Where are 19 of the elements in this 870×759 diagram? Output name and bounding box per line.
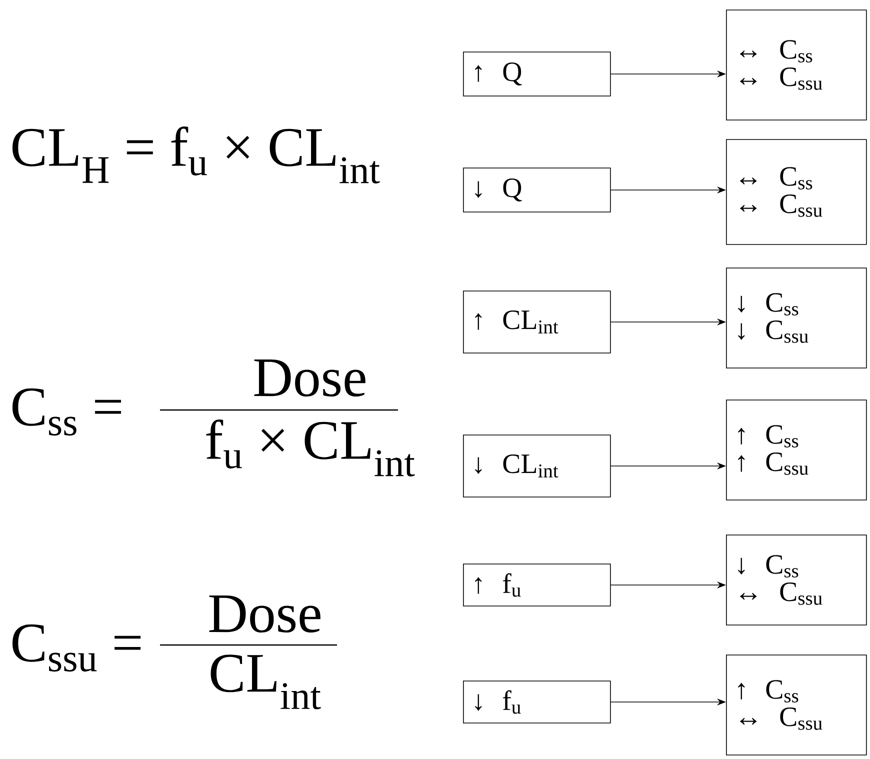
- effect-box: ↑ C$_{ss}$ ↔ C$_{ssu}$: [726, 654, 867, 756]
- cause-box: ↓ CL$_{int}$: [463, 434, 611, 498]
- formula-text: C$_{ssu}$ =: [12, 624, 141, 672]
- cause-box: ↑ CL$_{int}$: [463, 290, 611, 354]
- formula-text: C$_{ss}$ =: [12, 388, 121, 436]
- effect-box: ↔ C$_{ss}$ ↔ C$_{ssu}$: [726, 10, 867, 120]
- formula-text: Dose: [254, 359, 366, 397]
- formula-text: f$_{u}$ × CL$_{int}$: [206, 420, 415, 476]
- cause-box: ↓ Q: [463, 168, 611, 212]
- effect-box: ↑ C$_{ss}$ ↑ C$_{ssu}$: [726, 400, 867, 500]
- effect-box: ↓ C$_{ss}$ ↔ C$_{ssu}$: [726, 534, 867, 626]
- effect-box: ↓ C$_{ss}$ ↓ C$_{ssu}$: [726, 268, 867, 368]
- cause-box: ↑ f$_{u}$: [463, 564, 611, 606]
- cause-box: ↓ f$_{u}$: [463, 680, 611, 724]
- formula-text: CL$_{int}$: [210, 654, 321, 710]
- formula-text: Dose: [209, 595, 320, 633]
- formula-text: CL$_{H}$ = f$_{u}$ × CL$_{int}$: [12, 126, 380, 184]
- effect-box: ↔ C$_{ss}$ ↔ C$_{ssu}$: [726, 139, 867, 245]
- cause-box: ↑ Q: [463, 52, 611, 96]
